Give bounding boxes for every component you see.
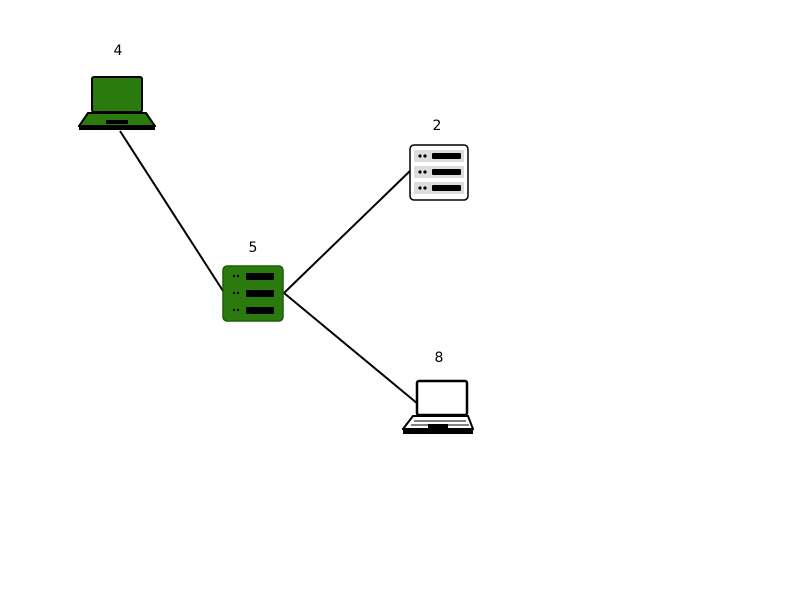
server-icon[interactable]: [409, 144, 469, 201]
server-icon[interactable]: [222, 265, 284, 322]
laptop-icon[interactable]: [78, 75, 156, 133]
link-5-2: [283, 169, 412, 294]
node-4-label: 4: [113, 43, 123, 59]
node-5-label: 5: [248, 240, 258, 256]
link-5-8: [283, 292, 419, 405]
node-8-label: 8: [434, 350, 444, 366]
node-2-label: 2: [432, 118, 442, 134]
laptop-icon[interactable]: [402, 379, 474, 437]
link-5-4: [119, 130, 226, 295]
